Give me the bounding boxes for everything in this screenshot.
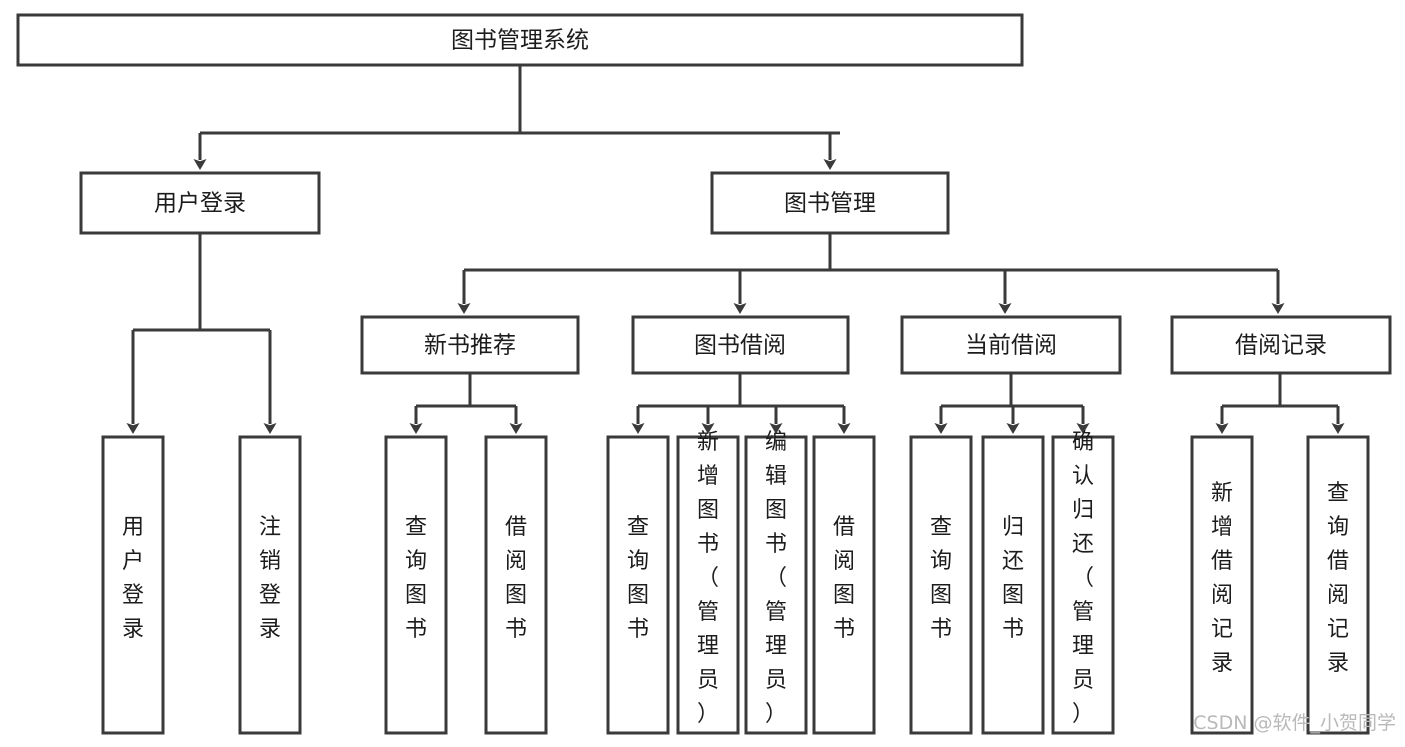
node-new-book-recommend-box bbox=[360, 315, 580, 375]
leaf-record-query-label: 查询借阅记录 bbox=[1327, 481, 1349, 676]
leaf-borrow-edit-book-label: 编辑图书（管理员） bbox=[765, 430, 787, 727]
leaf-user-login-box[interactable] bbox=[101, 435, 165, 735]
csdn-watermark: CSDN @软件_小贺同学 bbox=[1193, 712, 1396, 734]
node-user-login-label: 用户登录 bbox=[154, 191, 246, 217]
node-borrow-record[interactable]: 借阅记录 bbox=[1170, 315, 1392, 375]
node-user-login[interactable]: 用户登录 bbox=[79, 171, 321, 235]
leaf-current-query-book-label: 查询图书 bbox=[930, 515, 952, 642]
node-book-borrow-label: 图书借阅 bbox=[694, 333, 786, 359]
leaf-recommend-query-book-box[interactable] bbox=[384, 435, 448, 735]
connector-layer bbox=[126, 65, 1345, 434]
node-book-borrow[interactable]: 图书借阅 bbox=[631, 315, 850, 375]
leaf-user-login-label: 用户登录 bbox=[122, 515, 144, 642]
leaf-user-logout-label: 注销登录 bbox=[259, 515, 281, 642]
node-root-label: 图书管理系统 bbox=[451, 28, 589, 54]
node-new-book-recommend[interactable]: 新书推荐 bbox=[360, 315, 580, 375]
leaf-borrow-query-book-label: 查询图书 bbox=[627, 515, 649, 642]
node-borrow-record-label: 借阅记录 bbox=[1235, 333, 1327, 359]
leaf-recommend-borrow-book-box[interactable] bbox=[484, 435, 548, 735]
node-user-login-box bbox=[79, 171, 321, 235]
node-root-box bbox=[16, 13, 1024, 67]
leaf-record-add-label: 新增借阅记录 bbox=[1211, 481, 1233, 676]
node-new-book-recommend-label: 新书推荐 bbox=[424, 333, 516, 359]
leaf-borrow-add-book-label: 新增图书（管理员） bbox=[697, 430, 719, 727]
node-root[interactable]: 图书管理系统 bbox=[16, 13, 1024, 67]
leaf-record-query-box[interactable] bbox=[1306, 435, 1370, 735]
leaf-box-layer bbox=[101, 435, 1370, 735]
node-borrow-record-box bbox=[1170, 315, 1392, 375]
leaf-current-query-book-box[interactable] bbox=[909, 435, 973, 735]
leaf-current-confirm-return-box[interactable] bbox=[1051, 435, 1115, 735]
leaf-recommend-borrow-book-label: 借阅图书 bbox=[505, 515, 527, 642]
leaf-borrow-borrow-book-box[interactable] bbox=[812, 435, 876, 735]
node-book-manage-label: 图书管理 bbox=[784, 191, 876, 217]
leaf-recommend-query-book-label: 查询图书 bbox=[405, 515, 427, 642]
node-current-borrow-label: 当前借阅 bbox=[965, 333, 1057, 359]
leaf-record-add-box[interactable] bbox=[1190, 435, 1254, 735]
leaf-borrow-add-book-box[interactable] bbox=[676, 435, 740, 735]
node-current-borrow[interactable]: 当前借阅 bbox=[900, 315, 1122, 375]
leaf-current-return-book-box[interactable] bbox=[981, 435, 1045, 735]
leaf-borrow-borrow-book-label: 借阅图书 bbox=[833, 515, 855, 642]
leaf-current-confirm-return-label: 确认归还（管理员） bbox=[1072, 430, 1094, 727]
leaf-borrow-edit-book-box[interactable] bbox=[744, 435, 808, 735]
node-current-borrow-box bbox=[900, 315, 1122, 375]
leaf-user-logout-box[interactable] bbox=[238, 435, 302, 735]
leaf-current-return-book-label: 归还图书 bbox=[1002, 515, 1024, 642]
node-book-borrow-box bbox=[631, 315, 850, 375]
node-book-manage-box bbox=[710, 171, 950, 235]
node-book-manage[interactable]: 图书管理 bbox=[710, 171, 950, 235]
leaf-label-layer: 用户登录 注销登录 查询图书 借阅图书 查询图书 新增图书（管理员） 编辑图书（… bbox=[122, 430, 1349, 727]
leaf-borrow-query-book-box[interactable] bbox=[606, 435, 670, 735]
